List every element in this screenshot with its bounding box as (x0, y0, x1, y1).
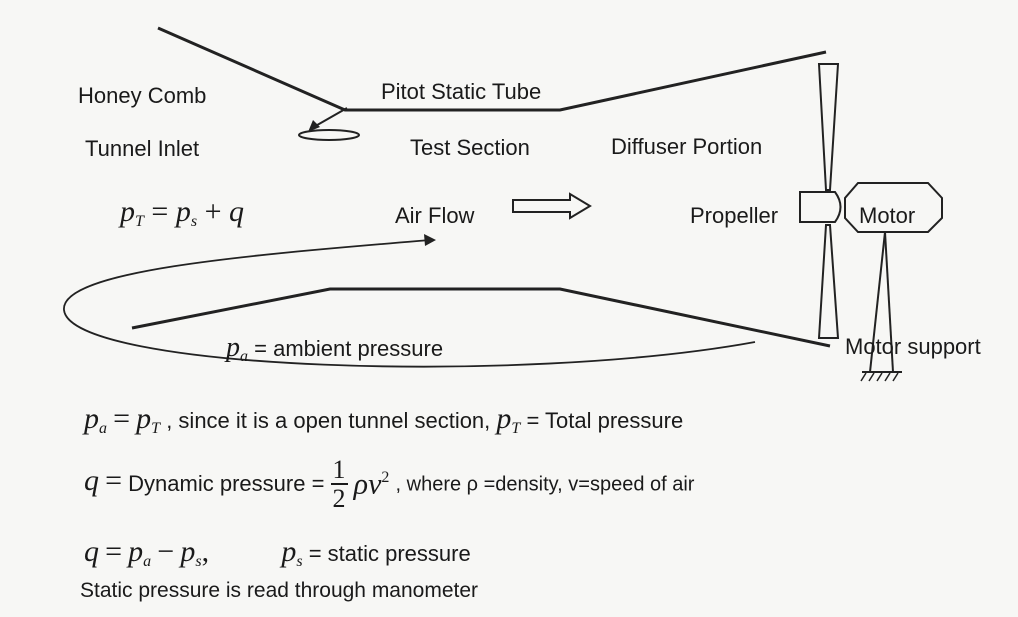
l3-comma: , (201, 535, 210, 568)
propeller-blade-bottom (817, 224, 840, 339)
explanation-line-1: pa = pT , since it is a open tunnel sect… (84, 404, 683, 437)
motor-body (844, 182, 943, 233)
l3-ps2-var: p (281, 535, 297, 568)
motor-support-label: Motor support (845, 334, 981, 359)
lower-tunnel-wall (131, 287, 831, 348)
l1-pa-var: p (84, 402, 99, 435)
eq-ps-sub: s (190, 213, 198, 230)
pitot-arrowhead (308, 120, 320, 132)
l1-equals: = (113, 402, 131, 435)
ground-hatch (860, 372, 899, 382)
honey-comb-label: Honey Comb (78, 83, 207, 108)
ambient-pressure-label: pa = ambient pressure (226, 334, 443, 365)
l2-where-text: , where ρ =density, v=speed of air (395, 473, 695, 496)
eq-equals: = (151, 195, 169, 228)
rho-v-exponent: 2 (381, 468, 390, 486)
l1-text: , since it is a open tunnel section, (166, 408, 491, 433)
ambient-flow-loop (63, 239, 756, 368)
upper-tunnel-wall (157, 26, 827, 112)
rho-v-term: ρv (353, 467, 382, 501)
fraction-denominator: 2 (332, 484, 346, 514)
pa-sub: a (240, 348, 248, 365)
l3-ps-var: p (180, 535, 196, 568)
diffuser-portion-label: Diffuser Portion (611, 134, 763, 159)
l3-pa-sub: a (143, 553, 152, 570)
l1-pa-sub: a (99, 420, 107, 437)
pitot-static-tube-label: Pitot Static Tube (381, 79, 542, 104)
l3-ps-sub: s (195, 553, 202, 570)
l1-pt-sub: T (151, 420, 161, 437)
eq-plus: + (204, 195, 222, 228)
pitot-tube-shape (298, 129, 360, 141)
motor-support-leg-right (884, 231, 894, 373)
explanation-line-3: q = pa − ps, ps = static pressure (84, 537, 471, 570)
l3-pa-var: p (128, 535, 144, 568)
l2-equals: = (105, 464, 123, 498)
eq-ps-var: p (175, 195, 191, 228)
pa-var: p (226, 332, 240, 363)
propeller-hub (799, 191, 842, 223)
l2-dynamic-pressure-text: Dynamic pressure = (128, 471, 325, 497)
l3-equals: = (105, 535, 123, 568)
l3-minus: − (157, 535, 175, 568)
eq-pt-var: p (120, 195, 135, 228)
propeller-label: Propeller (690, 203, 779, 228)
l3-ps2-sub: s (296, 553, 303, 570)
l1-pt2-var: p (496, 402, 512, 435)
explanation-line-4: Static pressure is read through manomete… (80, 579, 479, 602)
l3-q-var: q (84, 535, 99, 568)
test-section-label: Test Section (410, 135, 530, 160)
l1-total-pressure-text: = Total pressure (526, 408, 684, 433)
l3-static-pressure-text: = static pressure (308, 541, 471, 566)
l2-q-var: q (84, 464, 99, 498)
air-flow-label: Air Flow (395, 203, 475, 228)
l1-pt-var: p (136, 402, 152, 435)
total-pressure-equation: pT = ps + q (120, 197, 244, 230)
motor-support-leg-left (869, 231, 886, 373)
pitot-leader-line (311, 107, 348, 129)
fraction-numerator: 1 (330, 455, 348, 486)
eq-pt-sub: T (135, 213, 144, 230)
ambient-loop-arrowhead (424, 234, 436, 246)
propeller-blade-top (817, 63, 840, 191)
ambient-pressure-text: = ambient pressure (254, 336, 444, 361)
tunnel-inlet-label: Tunnel Inlet (85, 136, 200, 161)
eq-q-var: q (228, 195, 244, 228)
l1-pt2-sub: T (511, 420, 521, 437)
air-flow-arrow (512, 192, 592, 220)
motor-label: Motor (859, 203, 916, 228)
